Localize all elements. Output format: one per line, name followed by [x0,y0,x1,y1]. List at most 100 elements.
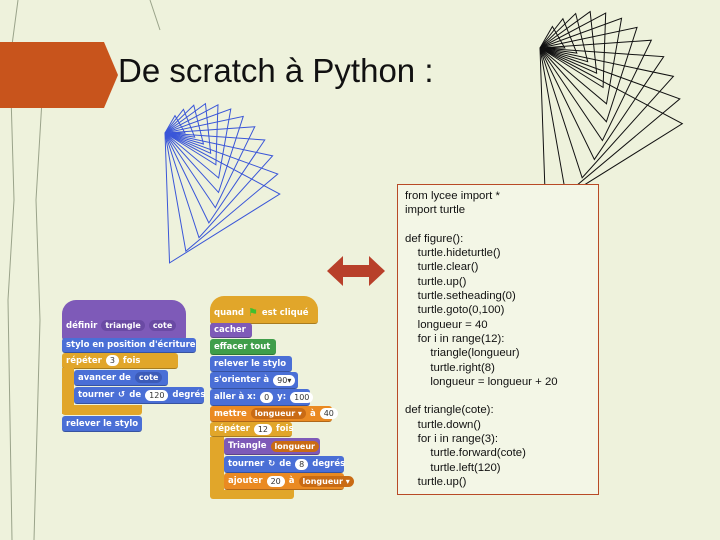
turtle-triangle [164,126,256,209]
triangle-call-block[interactable]: Triangle longueur [224,438,320,455]
turn-block-right[interactable]: tourner ↻ de 8 degrés [224,456,346,473]
orient-block[interactable]: s'orienter à 90▾ [210,372,298,389]
turtle-triangle [164,102,212,155]
turn-suffix-right: degrés [312,459,346,469]
turtle-triangle [539,47,684,210]
repeat-label: répéter [66,355,102,366]
turtle-triangle [539,47,681,196]
pen-down-block[interactable]: stylo en position d'écriture [62,338,196,353]
define-name: triangle [101,320,145,331]
move-block[interactable]: avancer de cote [74,370,168,386]
double-arrow-icon [327,256,385,286]
turtle-triangle [164,132,274,239]
repeat-bottom [62,405,142,415]
turtle-triangle [539,17,578,54]
code-line: turtle.setheading(0) [405,290,516,303]
repeat-suffix: fois [122,355,141,366]
repeat-arm [62,368,74,414]
repeat-label-right: répéter [214,424,250,434]
turtle-triangle [539,26,638,123]
turtle-triangle [539,39,653,142]
code-line: turtle.down() [405,418,481,431]
define-param[interactable]: cote [148,320,177,331]
repeat-arm-right [210,437,224,491]
add-var-dropdown[interactable]: longueur ▾ [298,475,354,487]
pen-up-block-right[interactable]: relever le stylo [210,356,292,372]
triangle-param[interactable]: longueur [270,440,319,452]
goto-x[interactable]: 0 [260,391,274,403]
when-suffix: est cliqué [261,307,309,318]
define-label: définir [66,320,98,331]
code-line: for i in range(12): [405,332,505,345]
set-value[interactable]: 40 [319,408,338,419]
move-param[interactable]: cote [134,372,163,383]
orient-value[interactable]: 90▾ [273,374,296,386]
add-label: ajouter [228,476,263,486]
code-line: from lycee import * [405,190,500,202]
goto-label: aller à x: [214,392,257,402]
turtle-triangle [164,108,232,179]
pen-up-label-right: relever le stylo [214,358,287,369]
goto-y[interactable]: 100 [290,391,314,403]
code-line: turtle.hideturtle() [405,247,501,260]
code-line [405,389,598,403]
turtle-triangle [539,47,665,161]
turtle-triangle [164,132,281,264]
add-to: à [288,476,295,486]
pen-up-label: relever le stylo [66,418,139,429]
turn-block[interactable]: tourner ↺ de 120 degrés [74,387,206,404]
turn-of: de [129,390,142,400]
turtle-triangle [164,132,279,253]
when-flag-clicked-block[interactable]: quand ⚑ est cliqué [210,296,318,324]
set-var-dropdown[interactable]: longueur ▾ [250,408,306,419]
pen-up-block[interactable]: relever le stylo [62,416,142,432]
turtle-triangle [539,17,623,105]
goto-block[interactable]: aller à x: 0 y: 100 [210,389,314,406]
when-label: quand [214,307,245,318]
code-line: triangle(longueur) [405,347,520,360]
code-line [405,218,598,232]
code-line: turtle.clear() [405,261,479,274]
turtle-triangle [539,10,598,75]
repeat-count-right[interactable]: 12 [253,423,273,435]
hide-block[interactable]: cacher [210,323,252,338]
rotate-right-icon: ↻ [268,459,276,469]
repeat-count[interactable]: 3 [105,355,119,366]
code-line: turtle.goto(0,100) [405,304,505,317]
define-block[interactable]: définir triangle cote [62,300,186,340]
code-line: import turtle [405,204,466,217]
code-line: for i in range(3): [405,433,499,446]
change-variable-block[interactable]: ajouter 20 à longueur ▾ [224,473,354,490]
clear-block[interactable]: effacer tout [210,339,276,355]
turtle-triangle [164,108,196,138]
turtle-triangle [164,114,186,134]
title-accent-arrow [104,42,118,108]
repeat-block-right[interactable]: répéter 12 fois [210,422,294,437]
turtle-triangle [539,47,675,179]
turtle-triangle [539,12,607,89]
clear-label: effacer tout [214,341,271,352]
add-value[interactable]: 20 [266,475,285,487]
code-line: turtle.right(8) [405,361,495,374]
turtle-triangle [539,12,589,63]
code-line: turtle.forward(cote) [405,447,526,460]
turn-value[interactable]: 120 [145,389,169,401]
turtle-triangle [164,104,205,145]
set-to: à [309,408,316,419]
set-label: mettre [214,408,247,419]
triangle-label: Triangle [228,441,267,451]
repeat-block[interactable]: répéter 3 fois [62,353,178,369]
turn-value-right[interactable]: 8 [295,458,309,470]
hide-label: cacher [214,325,246,335]
turtle-triangle [164,115,244,194]
move-label: avancer de [78,372,131,383]
pen-down-label: stylo en position d'écriture [66,340,196,350]
turn-suffix: degrés [172,390,206,400]
goto-y-label: y: [277,392,287,402]
set-variable-block[interactable]: mettre longueur ▾ à 40 [210,406,338,422]
turtle-triangle [164,132,266,224]
